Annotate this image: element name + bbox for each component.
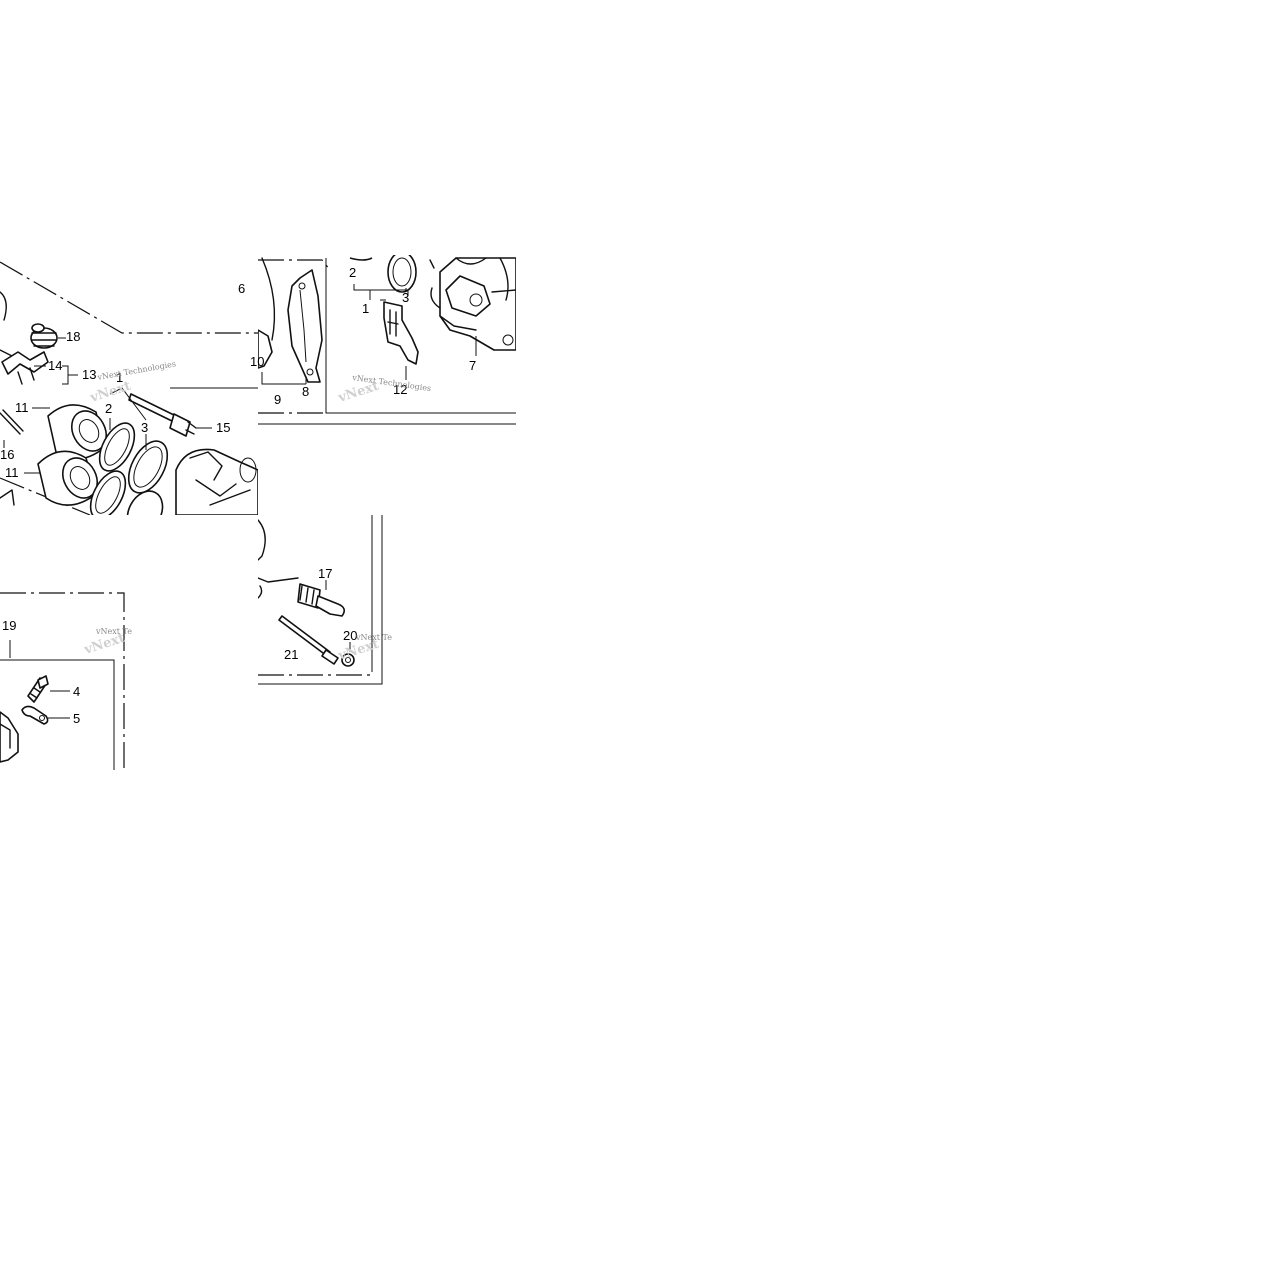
callout-2-right: 2 (349, 265, 356, 280)
part-8-brake-pad (287, 269, 323, 383)
watermark-4: vNext Te (355, 633, 392, 642)
callout-14: 14 (48, 358, 62, 373)
callout-4: 4 (73, 684, 80, 699)
callout-10: 10 (250, 354, 264, 369)
callout-8: 8 (302, 384, 309, 399)
part-14-clip (1, 351, 49, 385)
callout-19: 19 (2, 618, 16, 633)
tile-top-right (258, 255, 516, 425)
callout-7: 7 (469, 358, 476, 373)
callout-1-left: 1 (116, 370, 123, 385)
part-11-piston-upper (47, 404, 108, 460)
part-5-clip (21, 705, 49, 725)
part-17-bolt (297, 583, 346, 617)
callout-9: 9 (274, 392, 281, 407)
watermark-1: vNext Technologies (96, 359, 177, 382)
callout-17: 17 (318, 566, 332, 581)
part-18-cap (30, 323, 58, 349)
callout-6: 6 (238, 281, 245, 296)
part-21-pin (278, 615, 339, 665)
part-7-caliper (429, 257, 516, 351)
part-20-clip (341, 653, 355, 667)
callout-18: 18 (66, 329, 80, 344)
part-12-pad-spring (380, 299, 419, 365)
callout-1-right: 1 (362, 301, 369, 316)
part-4-bleeder (27, 675, 49, 703)
tile-middle (258, 515, 383, 685)
callout-20: 20 (343, 628, 357, 643)
part-3-seal-right (387, 255, 417, 293)
callout-16: 16 (0, 447, 14, 462)
callout-2-left: 2 (105, 401, 112, 416)
callout-11-upper: 11 (15, 400, 29, 415)
part-2-seal-right (349, 257, 373, 261)
callout-labels: 6 10 8 9 2 3 1 12 7 18 14 13 1 11 2 3 15… (0, 265, 476, 726)
part-2-seal (89, 422, 136, 515)
caliper-body-fragment (175, 448, 258, 515)
caliper-fragment-bottom (0, 711, 19, 763)
part-11-piston-lower (37, 450, 99, 506)
part-16-pin (0, 409, 24, 435)
tile-bottom-left (0, 592, 125, 770)
callout-13: 13 (82, 367, 96, 382)
part-15-slide-pin (128, 393, 197, 437)
callout-3-right: 3 (402, 290, 409, 305)
callout-12: 12 (393, 382, 407, 397)
part-3-seal (126, 440, 169, 515)
callout-3-left: 3 (141, 420, 148, 435)
callout-11-lower: 11 (5, 465, 19, 480)
callout-21: 21 (284, 647, 298, 662)
callout-15: 15 (216, 420, 230, 435)
tile-top-left (0, 261, 258, 515)
callout-5: 5 (73, 711, 80, 726)
watermark-3: vNext Te (95, 627, 132, 636)
